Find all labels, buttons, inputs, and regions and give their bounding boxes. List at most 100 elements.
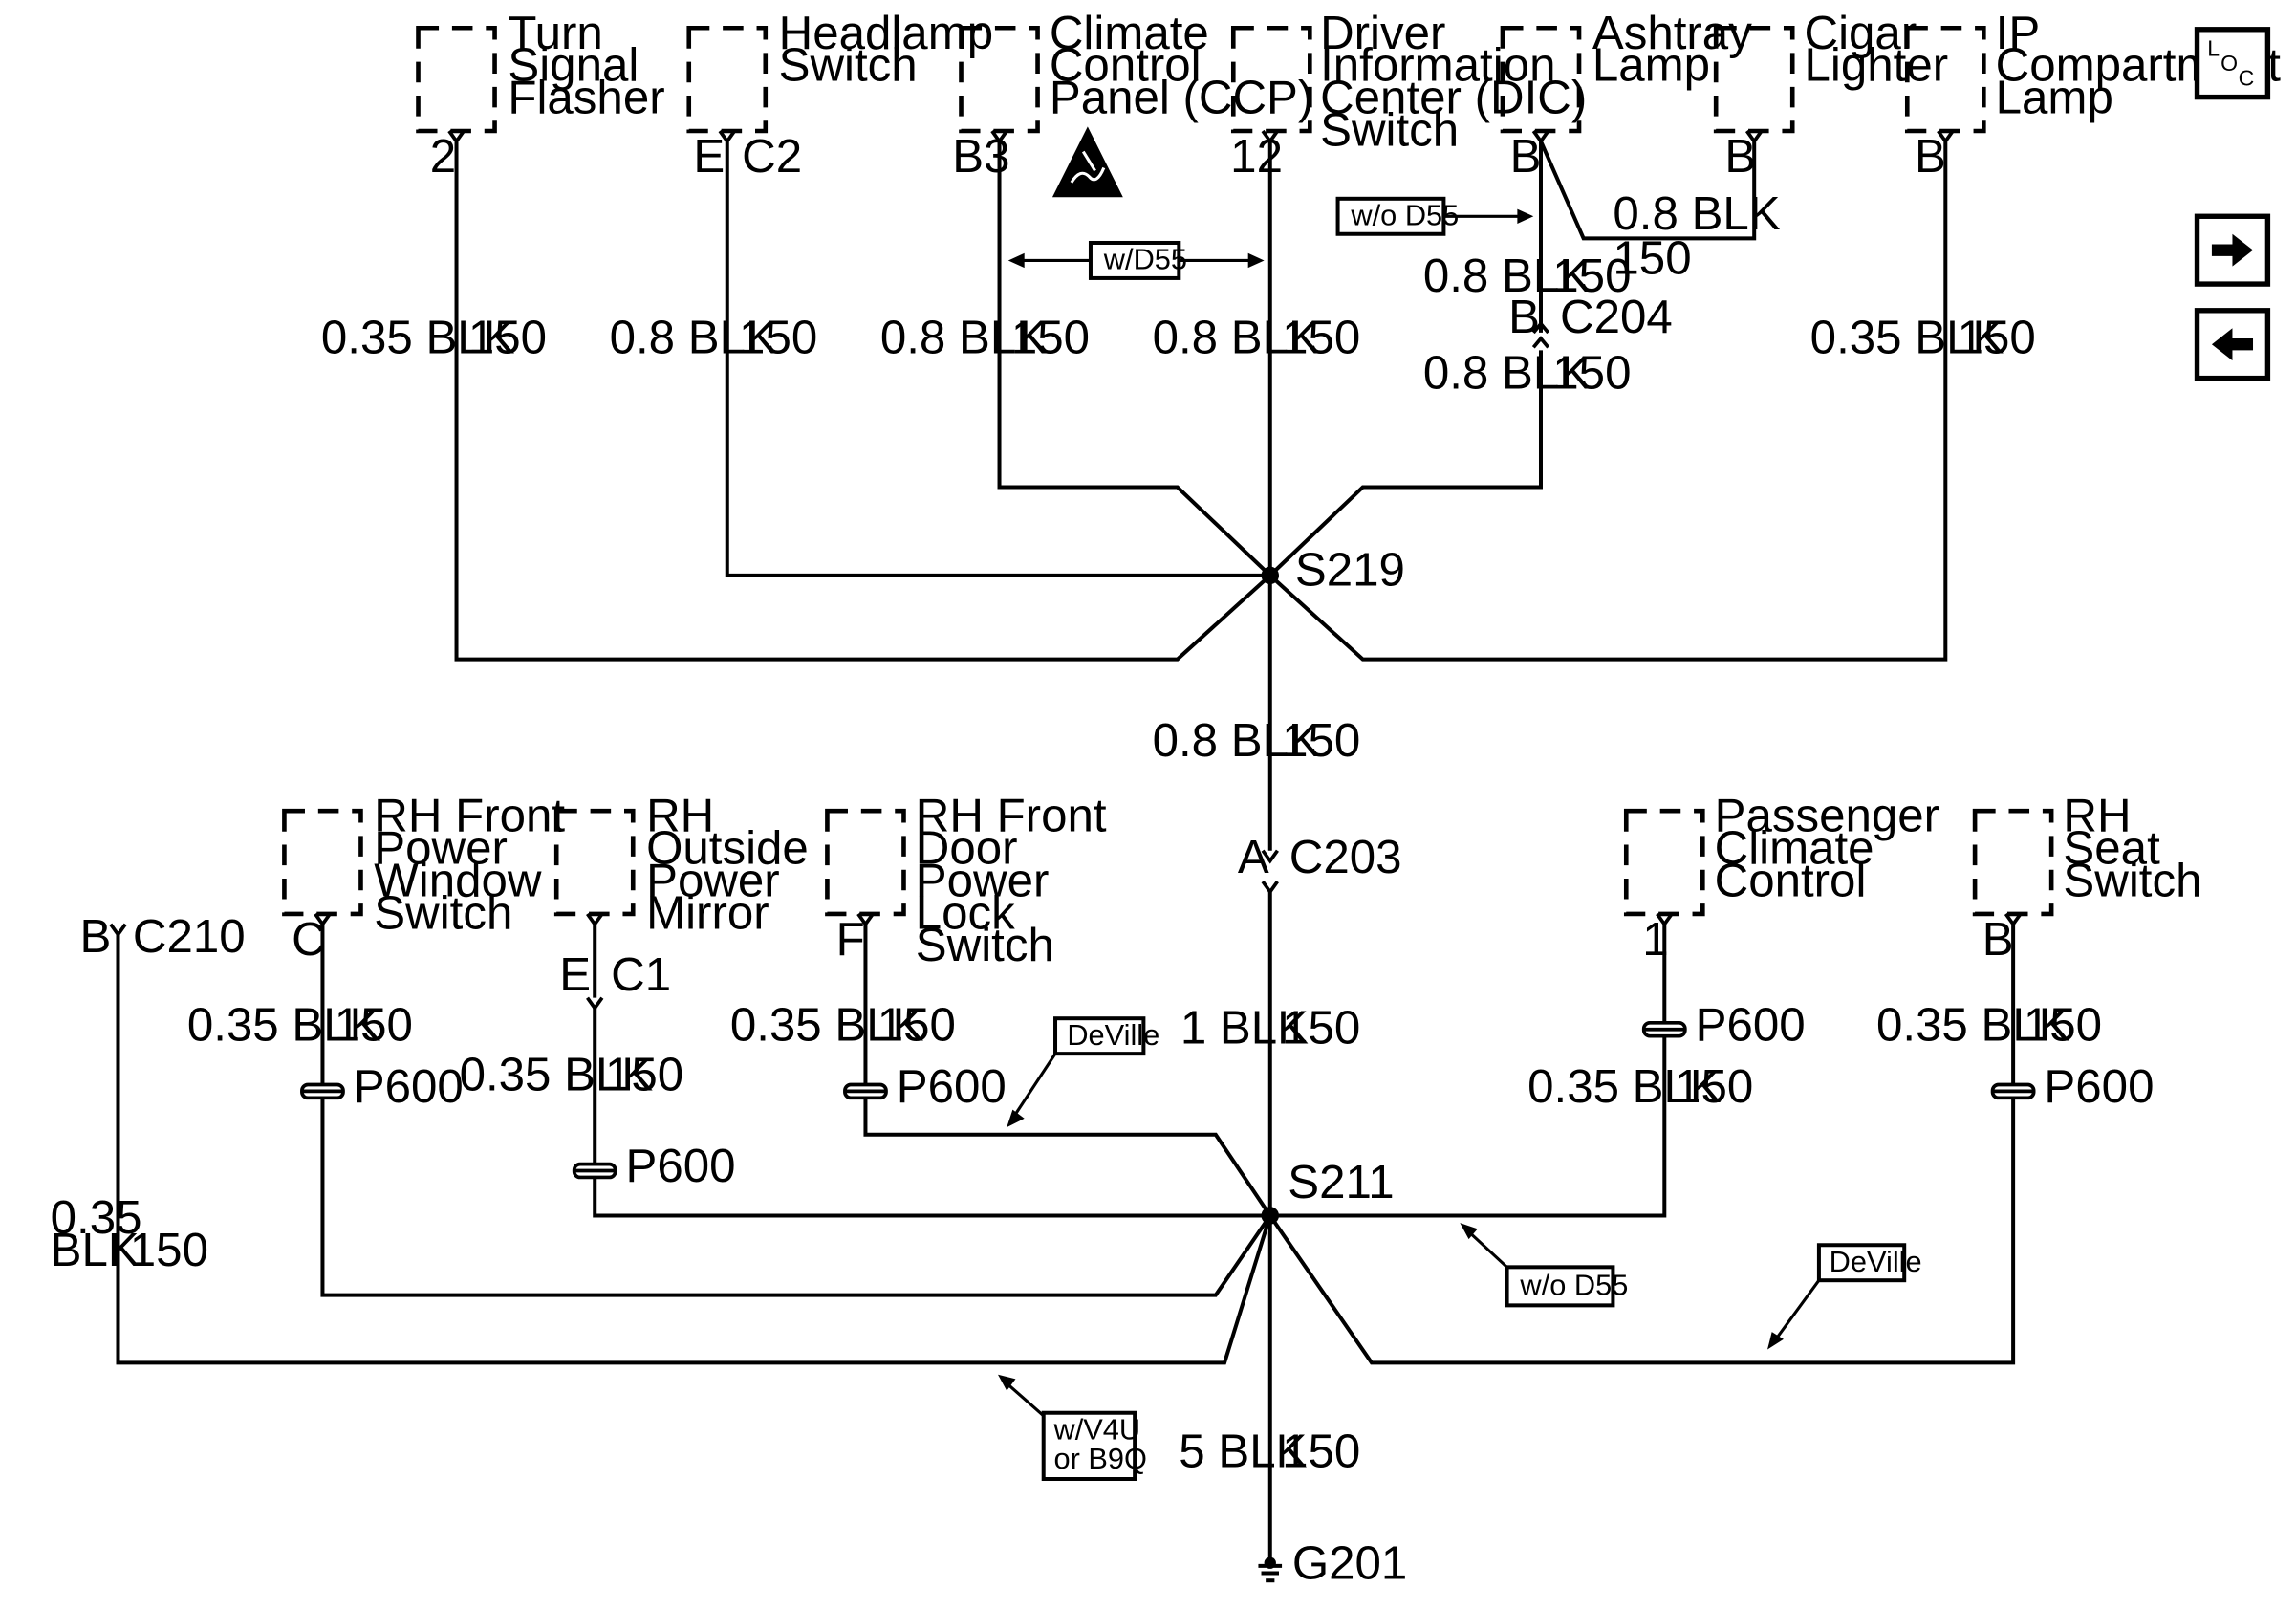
svg-text:Passenger: Passenger <box>1715 790 1939 842</box>
wire-seat-gauge: 0.35 BLK <box>1876 998 2070 1051</box>
svg-text:Cigar: Cigar <box>1805 7 1917 59</box>
svg-text:Lamp: Lamp <box>1592 39 1710 92</box>
svg-text:Flasher: Flasher <box>508 72 664 124</box>
driver-information-center-switch: Driver Information Center (DIC) Switch <box>1230 7 1587 156</box>
svg-text:w/D55: w/D55 <box>1103 243 1187 276</box>
ashtray-lamp: Ashtray Lamp <box>1500 7 1752 134</box>
wire-cigar-circuit: 150 <box>1613 231 1691 284</box>
svg-text:Headlamp: Headlamp <box>779 7 993 59</box>
svg-text:Window: Window <box>374 854 542 906</box>
wire-window-circuit: 150 <box>335 998 413 1051</box>
svg-text:Turn: Turn <box>508 7 602 59</box>
svg-text:Switch: Switch <box>374 886 512 939</box>
svg-text:Ashtray: Ashtray <box>1592 7 1752 59</box>
rh-front-power-window-switch: RH Front Power Window Switch <box>282 790 565 939</box>
svg-text:Signal: Signal <box>508 39 639 92</box>
left-arrow-icon <box>2211 328 2254 361</box>
c1-label: C1 <box>611 948 671 1001</box>
ground-node <box>1264 1556 1276 1569</box>
wire-trunk-circuit: 150 <box>1282 714 1360 767</box>
c203-pin: A <box>1238 831 1269 883</box>
wire-trunk-gauge: 0.8 BLK <box>1153 714 1320 767</box>
wire-window-gauge: 0.35 BLK <box>187 998 381 1051</box>
splice-s219 <box>1261 566 1279 585</box>
p600-seat-label: P600 <box>2044 1060 2154 1113</box>
wire-c204-gauge: 0.8 BLK <box>1423 346 1591 399</box>
wire-mirror-gauge: 0.35 BLK <box>460 1049 654 1101</box>
wire-climate-circuit: 150 <box>1675 1060 1753 1113</box>
deville-option-seat: DeVille <box>1767 1243 1922 1350</box>
rh-front-door-power-lock-switch: RH Front Door Power Lock Switch <box>825 790 1107 971</box>
wire-c203-circuit: 150 <box>1282 1001 1360 1054</box>
wire-seat-circuit: 150 <box>2024 998 2102 1051</box>
wire-c204-circuit: 150 <box>1552 346 1631 399</box>
p600-connectors <box>300 1020 2036 1180</box>
pin-window: C <box>292 913 326 966</box>
wire-dic-circuit: 150 <box>1282 311 1360 363</box>
g201-label: G201 <box>1292 1537 1407 1590</box>
wire-ashtray-circuit: 150 <box>1552 250 1631 302</box>
p600-window-label: P600 <box>354 1060 464 1113</box>
wire-ccp-circuit: 150 <box>1011 311 1090 363</box>
loc-button[interactable]: L O C <box>2194 27 2271 100</box>
loc-icon-c: C <box>2239 65 2255 90</box>
loc-icon-l: L <box>2207 35 2220 60</box>
svg-text:Switch: Switch <box>779 39 918 92</box>
svg-text:Center (DIC): Center (DIC) <box>1320 72 1587 124</box>
loc-icon-o: O <box>2220 51 2238 76</box>
wire-cigar-gauge: 0.8 BLK <box>1613 187 1780 240</box>
deville-option-door: DeVille <box>1007 1016 1159 1128</box>
svg-text:Lock: Lock <box>916 886 1015 939</box>
c204-label: C204 <box>1560 291 1673 343</box>
svg-text:Panel (CCP): Panel (CCP) <box>1050 72 1313 124</box>
svg-text:Mirror: Mirror <box>646 886 769 939</box>
cigar-lighter: Cigar Lighter <box>1713 7 1949 134</box>
top-wires <box>454 140 1948 851</box>
forward-button[interactable] <box>2194 213 2271 287</box>
pin-mirror: E <box>559 948 591 1001</box>
turn-signal-flasher: Turn Signal Flasher <box>416 7 665 134</box>
esd-warning-icon <box>1051 126 1123 198</box>
pin-ashtray: B <box>1510 130 1542 183</box>
pin-turn-signal: 2 <box>430 130 456 183</box>
climate-control-panel: Climate Control Panel (CCP) <box>959 7 1313 134</box>
right-arrow-icon <box>2211 233 2254 267</box>
wire-ccp-gauge: 0.8 BLK <box>880 311 1048 363</box>
p600-climate-label: P600 <box>1696 998 1806 1051</box>
s211-label: S211 <box>1288 1156 1394 1208</box>
pin-headlamp-e: E <box>693 130 725 183</box>
svg-text:Switch: Switch <box>1320 103 1459 156</box>
svg-text:Climate: Climate <box>1050 7 1209 59</box>
svg-text:Door: Door <box>916 822 1018 875</box>
svg-text:Driver: Driver <box>1320 7 1445 59</box>
svg-text:DeVille: DeVille <box>1067 1018 1159 1052</box>
pin-door-lock: F <box>836 913 865 966</box>
svg-text:Outside: Outside <box>646 822 809 875</box>
c210-label: C210 <box>133 910 246 963</box>
svg-text:Power: Power <box>374 822 508 875</box>
c210-pin: B <box>79 910 111 963</box>
wire-ground-circuit: 150 <box>1282 1425 1360 1478</box>
svg-text:Power: Power <box>916 854 1050 906</box>
back-button[interactable] <box>2194 308 2271 381</box>
w-d55-option: w/D55 <box>1007 240 1265 280</box>
wire-headlamp-circuit: 150 <box>739 311 817 363</box>
pin-cigar: B <box>1724 130 1756 183</box>
wire-ground-gauge: 5 BLK <box>1179 1425 1307 1478</box>
wire-headlamp-gauge: 0.8 BLK <box>610 311 777 363</box>
svg-text:RH: RH <box>646 790 714 842</box>
svg-text:Control: Control <box>1715 854 1867 906</box>
wire-ashtray-gauge: 0.8 BLK <box>1423 250 1591 302</box>
svg-text:Lighter: Lighter <box>1805 39 1949 92</box>
svg-text:IP: IP <box>1996 7 2041 59</box>
splice-s211 <box>1261 1207 1279 1225</box>
c204-connector <box>1531 320 1550 349</box>
p600-mirror-label: P600 <box>626 1140 736 1192</box>
svg-text:RH: RH <box>2063 790 2131 842</box>
wire-climate-gauge: 0.35 BLK <box>1527 1060 1722 1113</box>
pin-seat: B <box>1982 913 2014 966</box>
pin-dic: 12 <box>1230 130 1283 183</box>
svg-text:Power: Power <box>646 854 780 906</box>
rh-outside-power-mirror: RH Outside Power Mirror <box>553 790 809 939</box>
